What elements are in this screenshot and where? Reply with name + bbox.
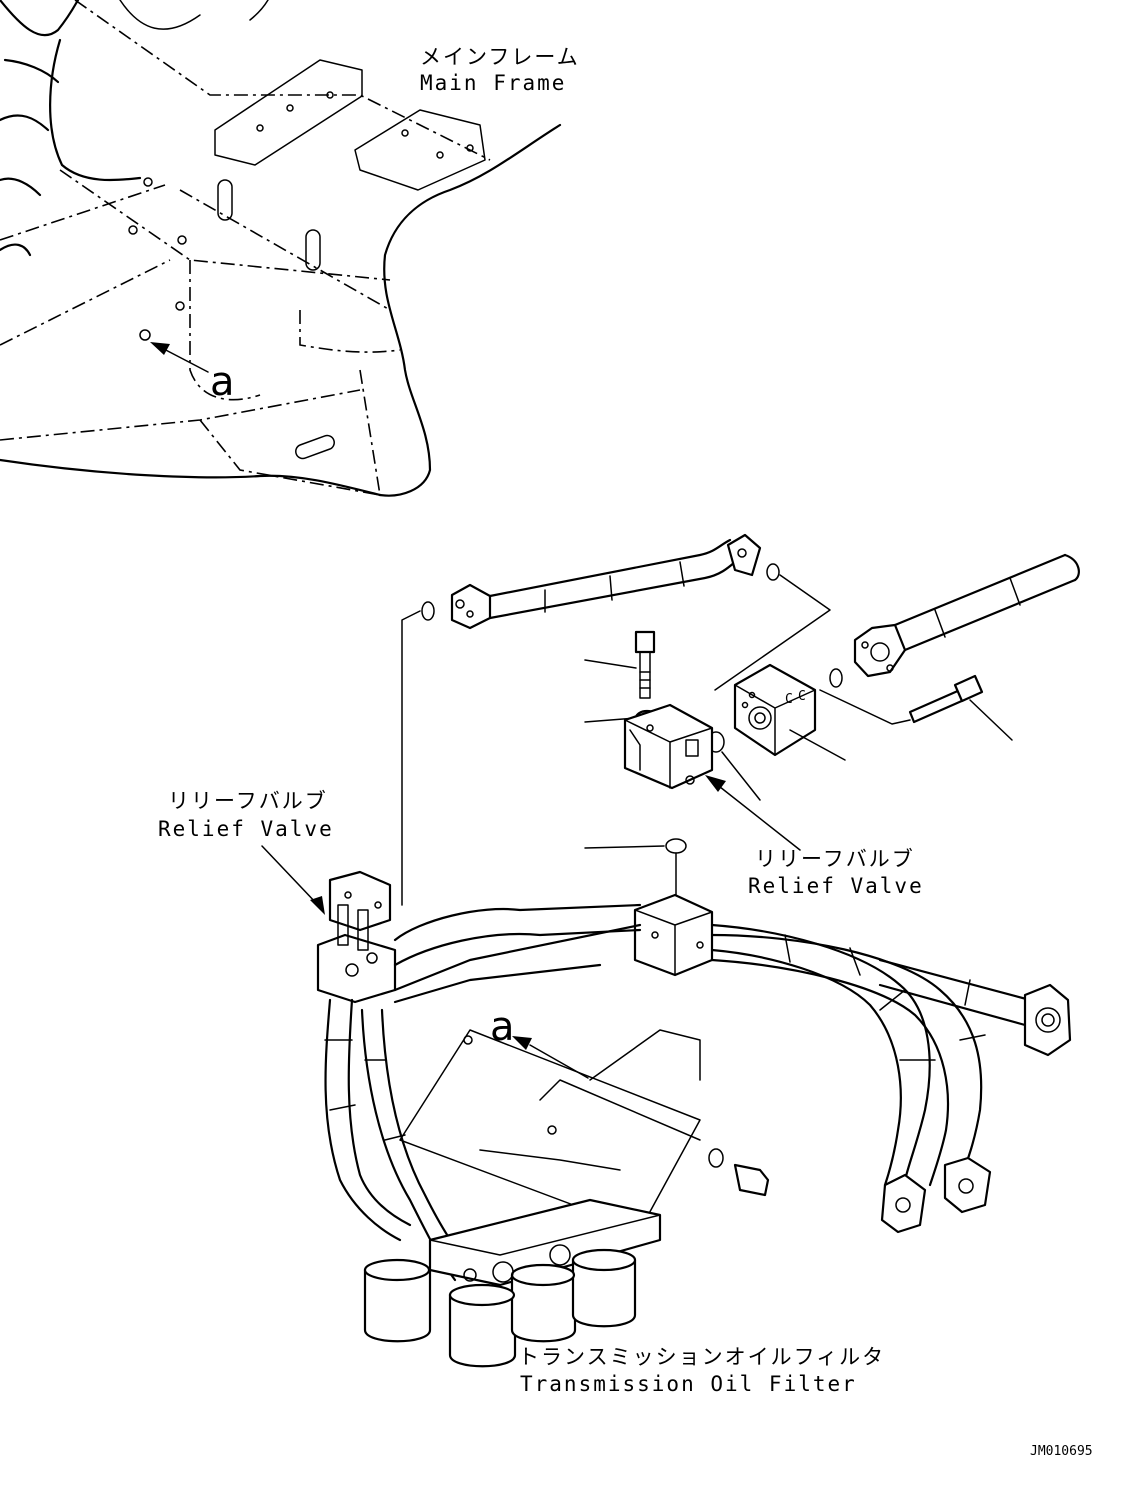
filter-label-jp: トランスミッションオイルフィルタ	[518, 1345, 885, 1369]
drawing-code: JM010695	[1030, 1444, 1093, 1459]
relief-valve-right	[623, 703, 801, 851]
callout-a-top: a	[210, 359, 235, 405]
main-frame-label-jp: メインフレーム	[420, 45, 580, 69]
filter-label-en: Transmission Oil Filter	[520, 1372, 857, 1396]
relief-valve-right-label-en: Relief Valve	[748, 874, 924, 898]
upper-hose-assembly	[401, 533, 1080, 906]
relief-valve-right-label-jp: リリーフバルブ	[755, 847, 915, 871]
relief-valve-left-label-jp: リリーフバルブ	[168, 789, 328, 813]
relief-valve-left-label-en: Relief Valve	[158, 817, 334, 841]
o-ring	[665, 838, 687, 854]
valve-block: C C	[707, 663, 846, 801]
filter-assembly	[261, 845, 1072, 1368]
bolt-and-washer	[584, 630, 660, 727]
main-frame-drawing	[0, 0, 562, 497]
svg-text:C: C	[785, 692, 793, 707]
horizontal-bolt	[908, 674, 1013, 741]
svg-text:C: C	[798, 689, 806, 704]
callout-a-bottom: a	[490, 1004, 515, 1050]
main-frame-label-en: Main Frame	[420, 71, 566, 95]
